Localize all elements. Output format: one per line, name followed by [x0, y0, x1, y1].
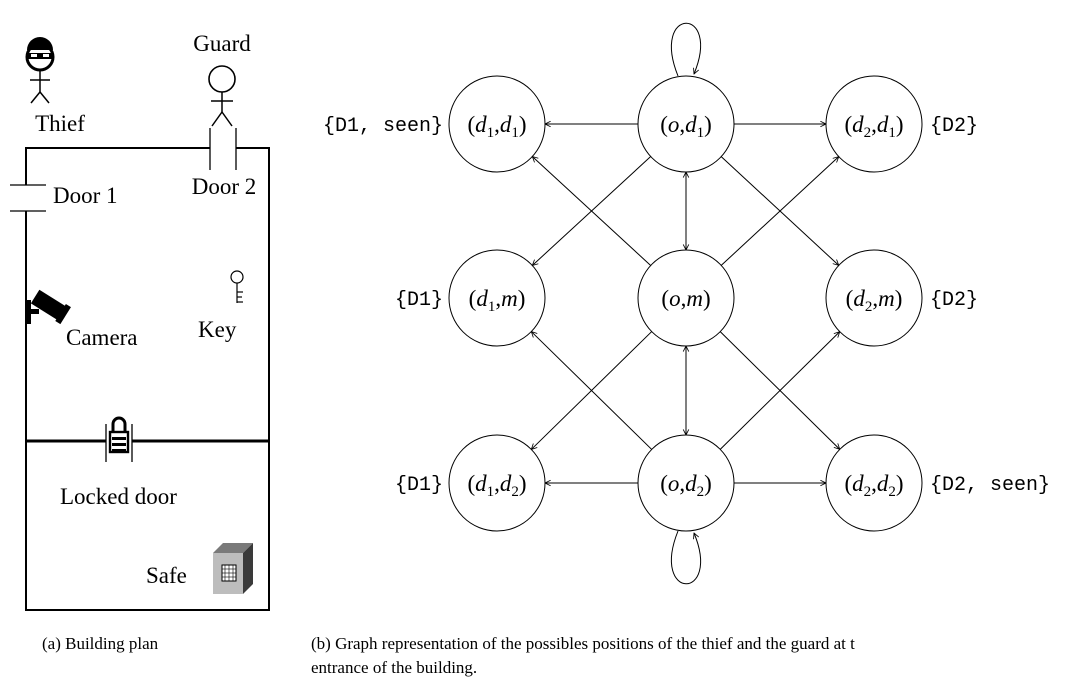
node-circle: [637, 249, 735, 347]
node-circle: [637, 434, 735, 532]
node-circle: [825, 249, 923, 347]
node-circle: [448, 249, 546, 347]
observation-set-d2m: {D2}: [930, 289, 978, 312]
key-label: Key: [198, 317, 237, 342]
node-om: (o,m): [637, 249, 735, 347]
node-label: (d2,d2): [844, 471, 903, 500]
node-circle: [825, 434, 923, 532]
node-d1d2: (d1,d2): [448, 434, 546, 532]
node-circle: [448, 75, 546, 173]
edge-om-d1d1: [532, 157, 652, 266]
edge-om-d2d1: [720, 157, 839, 266]
node-label: (d1,d2): [467, 471, 526, 500]
node-label: (o,d2): [660, 471, 712, 500]
graph-self-loops: [671, 22, 701, 585]
door-1-icon: [10, 184, 46, 212]
caption-a: (a) Building plan: [42, 634, 159, 653]
door-2-label: Door 2: [192, 174, 257, 199]
graph-edges: [531, 124, 839, 483]
observation-set-d2d2: {D2, seen}: [930, 474, 1050, 497]
camera-label: Camera: [66, 325, 138, 350]
graph-node-observations: {D1, seen} {D2} {D1} {D2} {D1} {D2, seen}: [323, 115, 1050, 497]
thief-icon: [25, 37, 55, 104]
building-plan: Thief Guard Door 1 Door 2: [10, 31, 270, 611]
node-label: (d1,m): [469, 286, 526, 315]
edge-od2-d2m: [719, 332, 840, 450]
node-label: (d2,d1): [844, 112, 903, 141]
node-d2d2: (d2,d2): [825, 434, 923, 532]
self-loop-od1: [671, 22, 701, 77]
thief-label: Thief: [35, 111, 85, 136]
node-circle: [637, 75, 735, 173]
observation-set-d1d1: {D1, seen}: [323, 115, 443, 138]
padlock-icon: [105, 416, 133, 462]
node-d2m: (d2,m): [825, 249, 923, 347]
safe-label: Safe: [146, 563, 187, 588]
guard-label: Guard: [193, 31, 251, 56]
caption-b-line-1: (b) Graph representation of the possible…: [311, 634, 855, 653]
node-label: (d2,m): [846, 286, 903, 315]
edge-od2-d1m: [531, 332, 653, 450]
node-od2: (o,d2): [637, 434, 735, 532]
caption-b: (b) Graph representation of the possible…: [311, 632, 1073, 680]
graph-nodes: (d1,d1) (o,d1) (d2,d1) (d1,m) (o,m) (d2,m) (d1…: [448, 75, 923, 532]
building-outline: [25, 147, 270, 611]
door-2-icon: [209, 128, 237, 170]
node-label: (o,d1): [660, 112, 712, 141]
door-1-label: Door 1: [53, 183, 118, 208]
position-graph: (d1,d1) (o,d1) (d2,d1) (d1,m) (o,m) (d2,m) (d1…: [323, 22, 1050, 585]
node-d1m: (d1,m): [448, 249, 546, 347]
figure: Thief Guard Door 1 Door 2: [10, 22, 1050, 611]
guard-icon: [208, 65, 236, 127]
key-icon: [230, 270, 244, 303]
node-od1: (o,d1): [637, 75, 735, 173]
node-d1d1: (d1,d1): [448, 75, 546, 173]
observation-set-d1m: {D1}: [395, 289, 443, 312]
caption-b-line-2: entrance of the building.: [311, 658, 478, 677]
observation-set-d2d1: {D2}: [930, 115, 978, 138]
node-d2d1: (d2,d1): [825, 75, 923, 173]
locked-door-label: Locked door: [60, 484, 177, 509]
node-label: (d1,d1): [467, 112, 526, 141]
node-label: (o,m): [661, 286, 710, 311]
safe-icon: [213, 543, 253, 594]
camera-icon: [27, 289, 71, 325]
node-circle: [825, 75, 923, 173]
self-loop-od2: [671, 530, 701, 585]
observation-set-d1d2: {D1}: [395, 474, 443, 497]
node-circle: [448, 434, 546, 532]
